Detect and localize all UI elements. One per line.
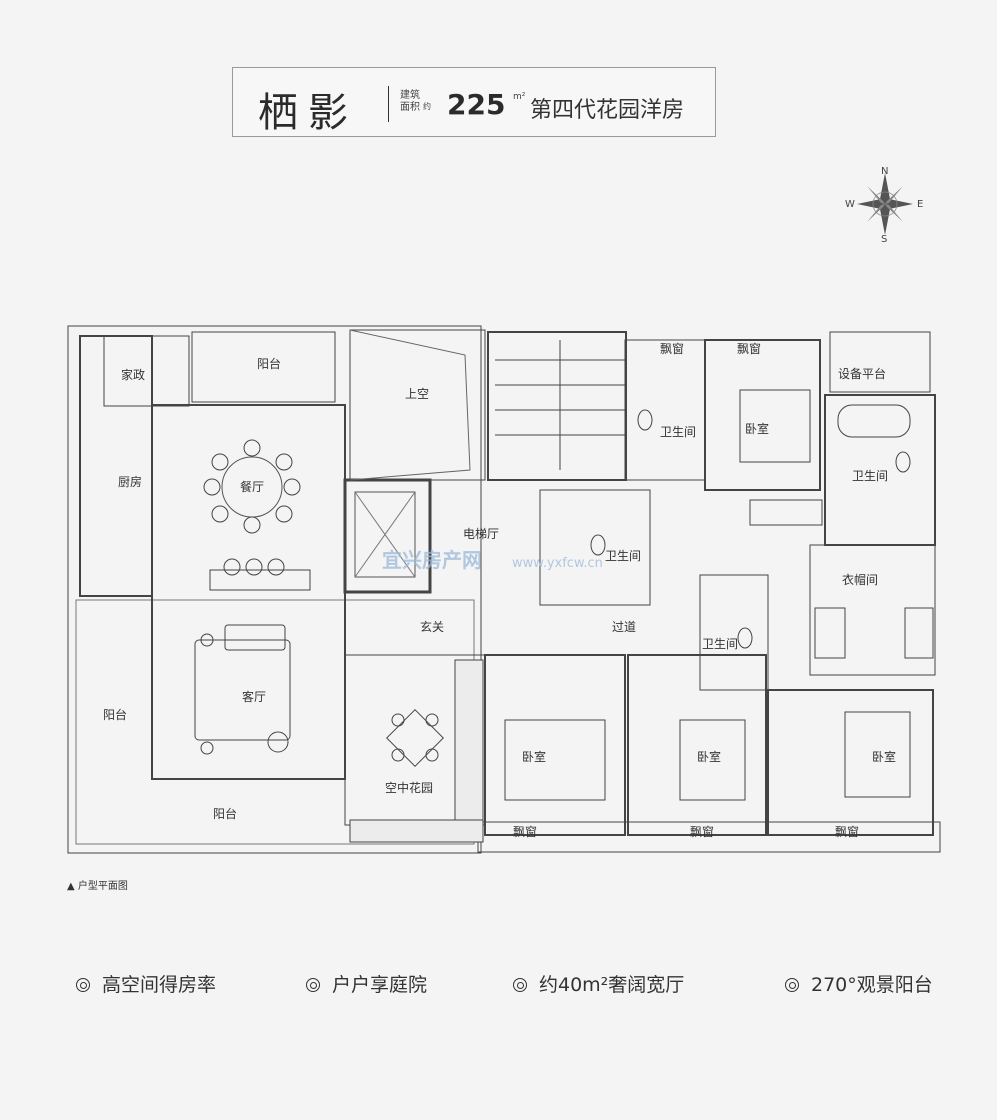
compass-s: S [881,234,887,243]
room-bay-window-2: 飘窗 [737,342,761,356]
plan-caption: ▲ 户型平面图 [67,881,128,892]
room-bathroom-3: 卫生间 [605,549,641,563]
room-balcony-left: 阳台 [103,707,127,722]
room-sky-garden: 空中花园 [385,780,433,795]
watermark-url: www.yxfcw.cn [512,556,603,571]
compass-e: E [917,199,923,210]
compass-w: W [845,199,855,210]
room-bay-window-5: 飘窗 [835,825,859,839]
feature-item: 270°观景阳台 [785,970,933,997]
tagline: 第四代花园洋房 [530,98,685,123]
room-void: 上空 [405,387,429,401]
room-bathroom-2: 卫生间 [852,469,888,483]
room-bedroom-1: 卧室 [522,749,546,764]
terrace-outline [67,325,482,854]
bullet-icon [513,978,527,992]
feature-list: 高空间得房率 户户享庭院 约40m²奢阔宽厅 270°观景阳台 [0,970,997,1000]
room-bathroom-1: 卫生间 [660,425,696,439]
watermark-text: 宜兴房产网 [382,548,482,572]
room-balcony-bottom: 阳台 [213,806,237,821]
room-bathroom-4: 卫生间 [702,637,738,651]
room-bedroom-3: 卧室 [872,749,896,764]
room-bay-window-1: 飘窗 [660,342,684,356]
room-living: 客厅 [242,689,266,704]
unit-name: 栖影 [258,90,358,136]
room-cloakroom: 衣帽间 [842,572,878,587]
bullet-icon [306,978,320,992]
bullet-icon [76,978,90,992]
room-bay-window-4: 飘窗 [690,825,714,839]
room-entrance: 玄关 [420,619,444,634]
feature-item: 高空间得房率 [76,970,216,997]
room-housekeeping: 家政 [121,367,145,382]
title-divider [388,86,389,122]
room-kitchen: 厨房 [118,474,142,489]
area-note: 约 [423,102,431,111]
room-bay-window-3: 飘窗 [513,825,537,839]
room-balcony-top: 阳台 [257,356,281,371]
room-bedroom-2: 卧室 [697,749,721,764]
room-corridor: 过道 [612,620,636,634]
title-box [232,67,716,137]
area-unit: m² [513,92,526,102]
compass-n: N [881,166,888,177]
room-equipment-platform: 设备平台 [838,366,886,381]
room-dining: 餐厅 [240,479,264,494]
compass-rose-icon: N S W E [845,166,923,243]
room-elevator-hall: 电梯厅 [463,527,499,541]
bullet-icon [785,978,799,992]
feature-item: 约40m²奢阔宽厅 [513,970,684,997]
area-value: 225 [447,88,506,121]
plan-caption-text: 户型平面图 [77,881,128,892]
feature-item: 户户享庭院 [306,970,427,997]
area-label: 建筑面积 [400,90,420,113]
room-bedroom-master-top: 卧室 [745,421,769,436]
